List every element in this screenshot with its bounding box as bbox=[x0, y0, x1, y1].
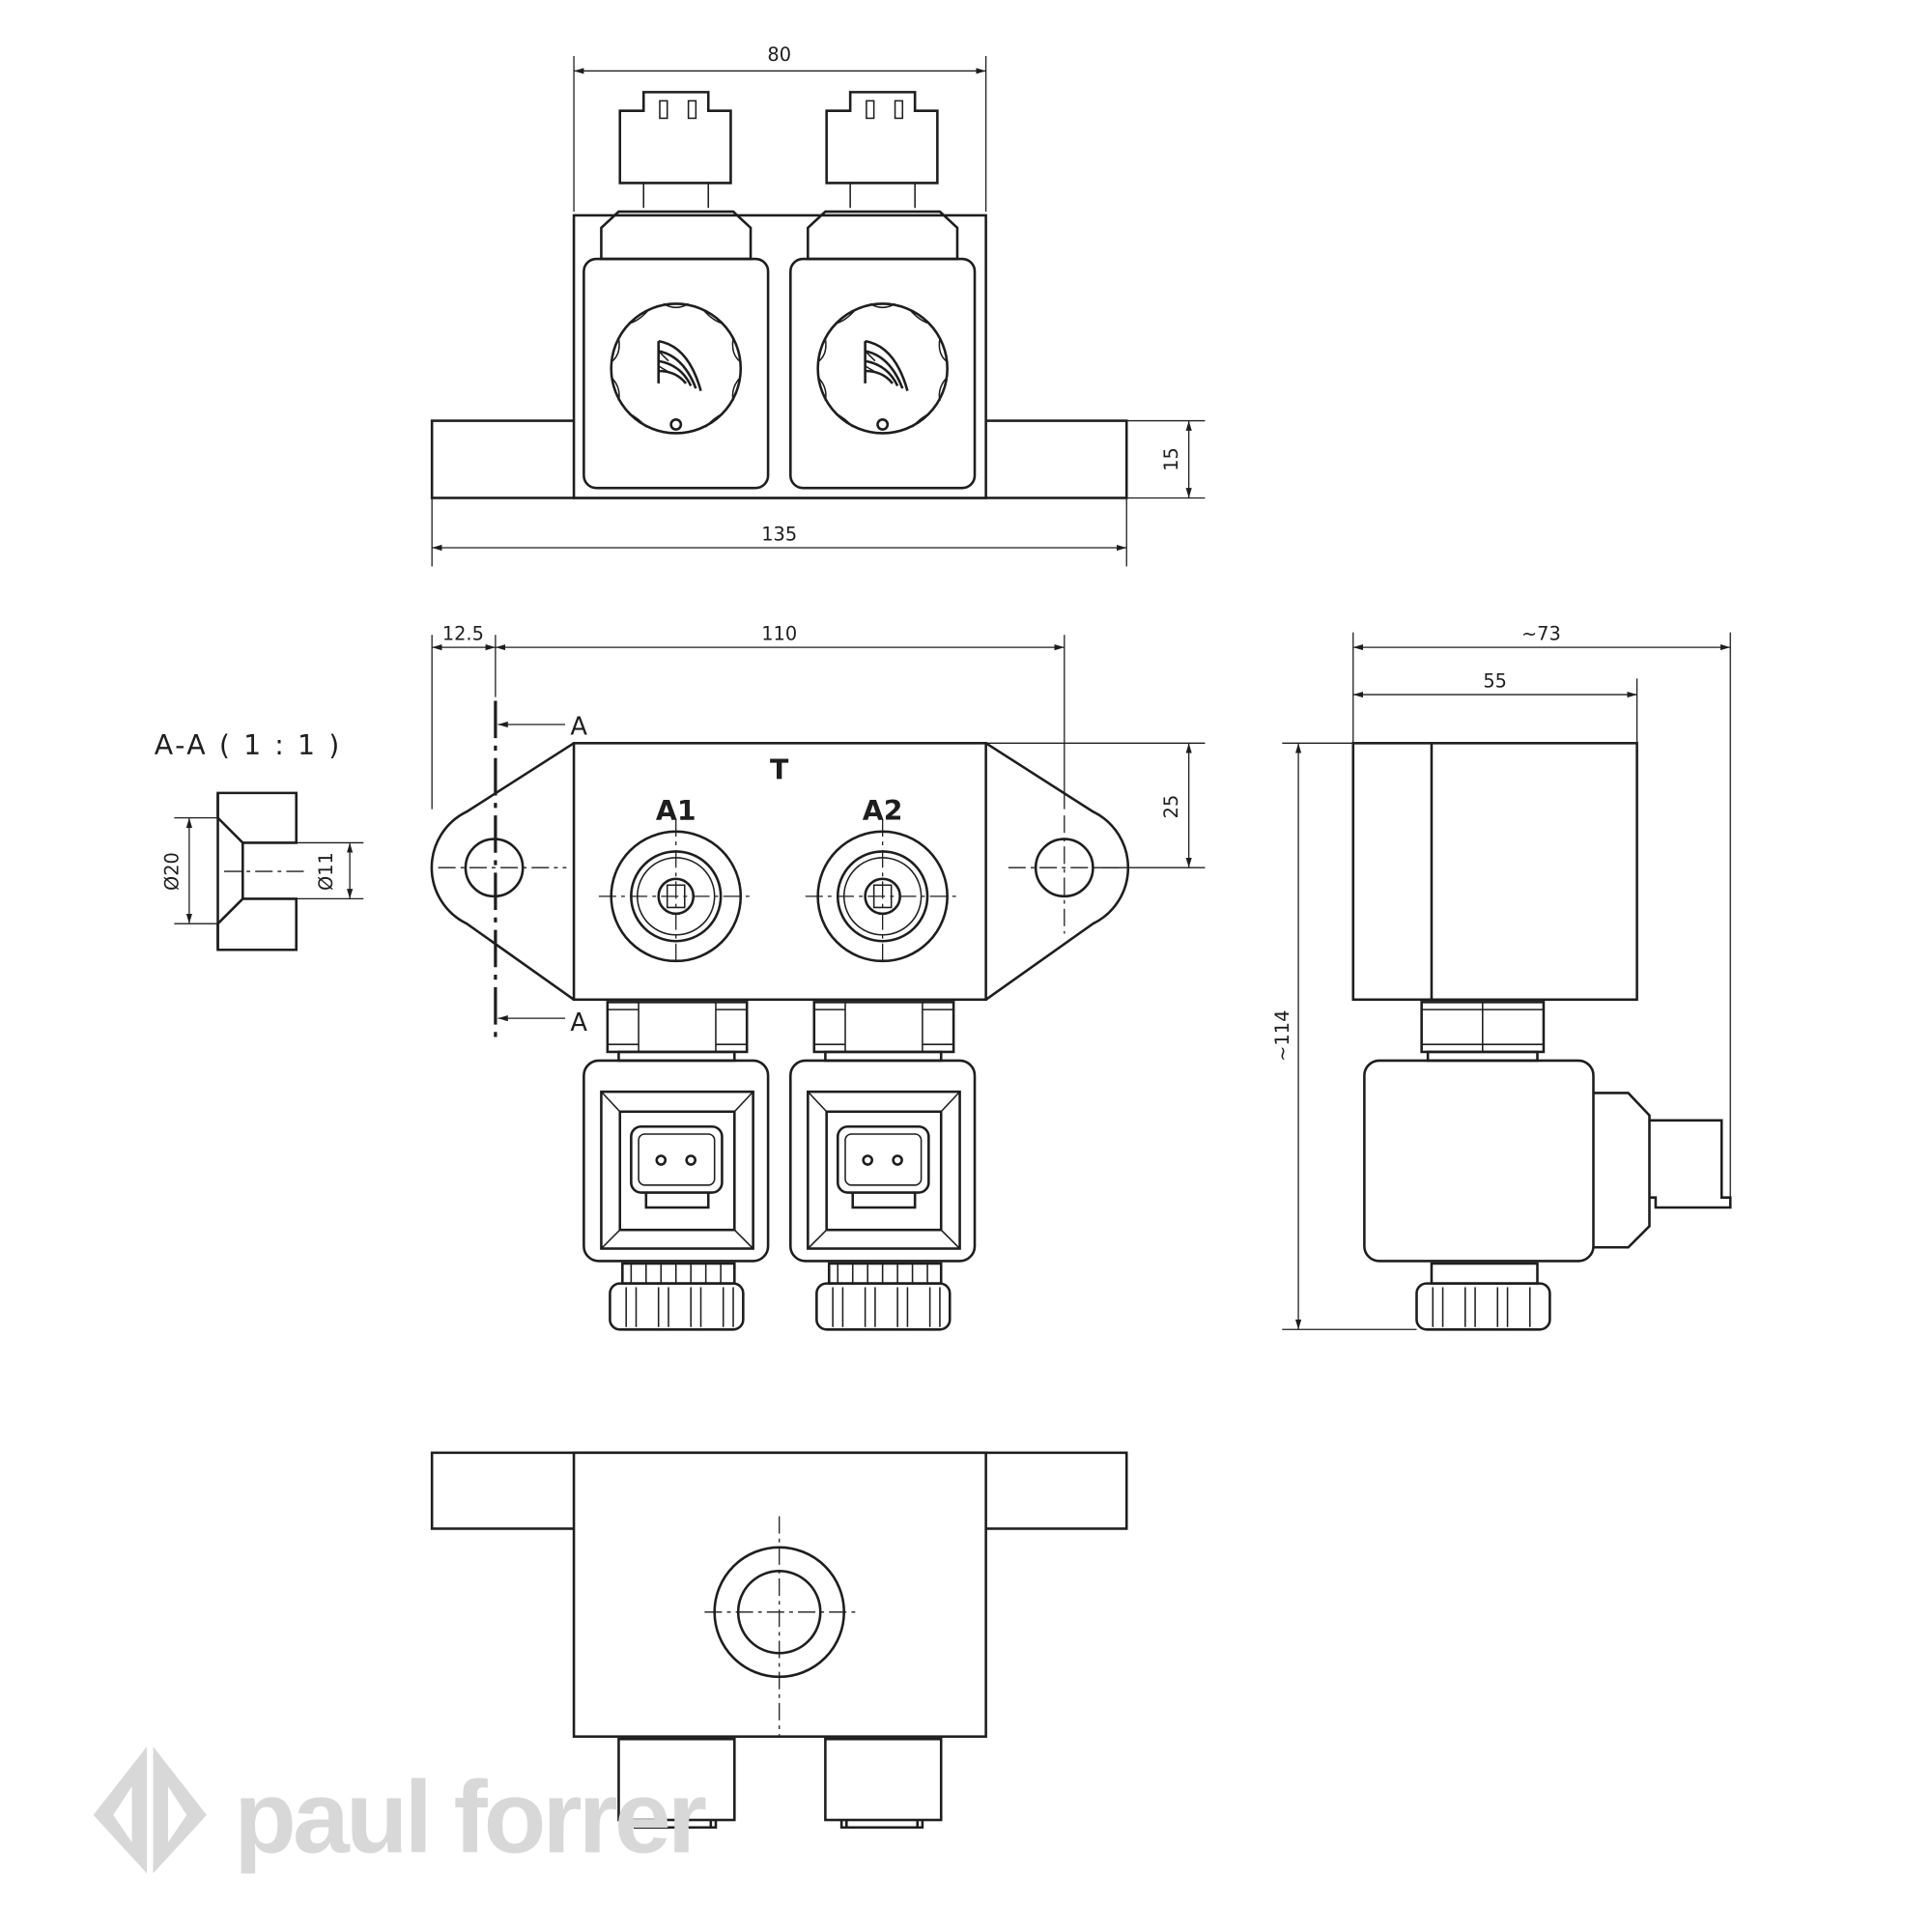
side-view: ~73 55 ~114 bbox=[1271, 622, 1732, 1331]
bottom-view bbox=[430, 1451, 1128, 1830]
lower-coil-2 bbox=[789, 1001, 977, 1331]
section-a-a: A-A ( 1 : 1 ) Ø20 Ø11 bbox=[155, 729, 364, 952]
dim-25: 25 bbox=[1160, 795, 1182, 819]
dim-55: 55 bbox=[1483, 669, 1507, 692]
section-title: A-A ( 1 : 1 ) bbox=[155, 729, 342, 761]
dim-110: 110 bbox=[761, 622, 797, 644]
section-marker-top: A bbox=[570, 712, 587, 741]
brand-watermark: paul forrer bbox=[93, 1746, 710, 1875]
dim-15: 15 bbox=[1160, 447, 1182, 471]
valve-body bbox=[572, 213, 987, 499]
front-view: T A1 A2 A A 12.5 110 25 bbox=[430, 622, 1206, 1331]
port-label-t: T bbox=[770, 754, 789, 786]
brand-name: paul forrer bbox=[234, 1761, 706, 1875]
valve-body-front bbox=[572, 742, 987, 1002]
right-ear bbox=[984, 742, 1130, 1001]
dim-80: 80 bbox=[767, 43, 791, 66]
left-ear bbox=[430, 742, 575, 1001]
port-a2 bbox=[804, 817, 961, 968]
dim-dia-11: Ø11 bbox=[315, 852, 337, 891]
port-a1 bbox=[597, 817, 754, 968]
top-view: 80 15 135 bbox=[430, 43, 1206, 567]
section-marker-bottom: A bbox=[570, 1009, 587, 1037]
lower-coil-1 bbox=[582, 1001, 770, 1331]
brand-logo-icon bbox=[93, 1746, 207, 1874]
dim-12-5: 12.5 bbox=[442, 622, 484, 644]
port-label-a1: A1 bbox=[656, 795, 696, 827]
dim-135: 135 bbox=[761, 523, 797, 545]
port-label-a2: A2 bbox=[863, 795, 903, 827]
dim-dia-20: Ø20 bbox=[160, 852, 183, 891]
dim-73: ~73 bbox=[1521, 622, 1561, 644]
dim-114: ~114 bbox=[1271, 1010, 1293, 1062]
